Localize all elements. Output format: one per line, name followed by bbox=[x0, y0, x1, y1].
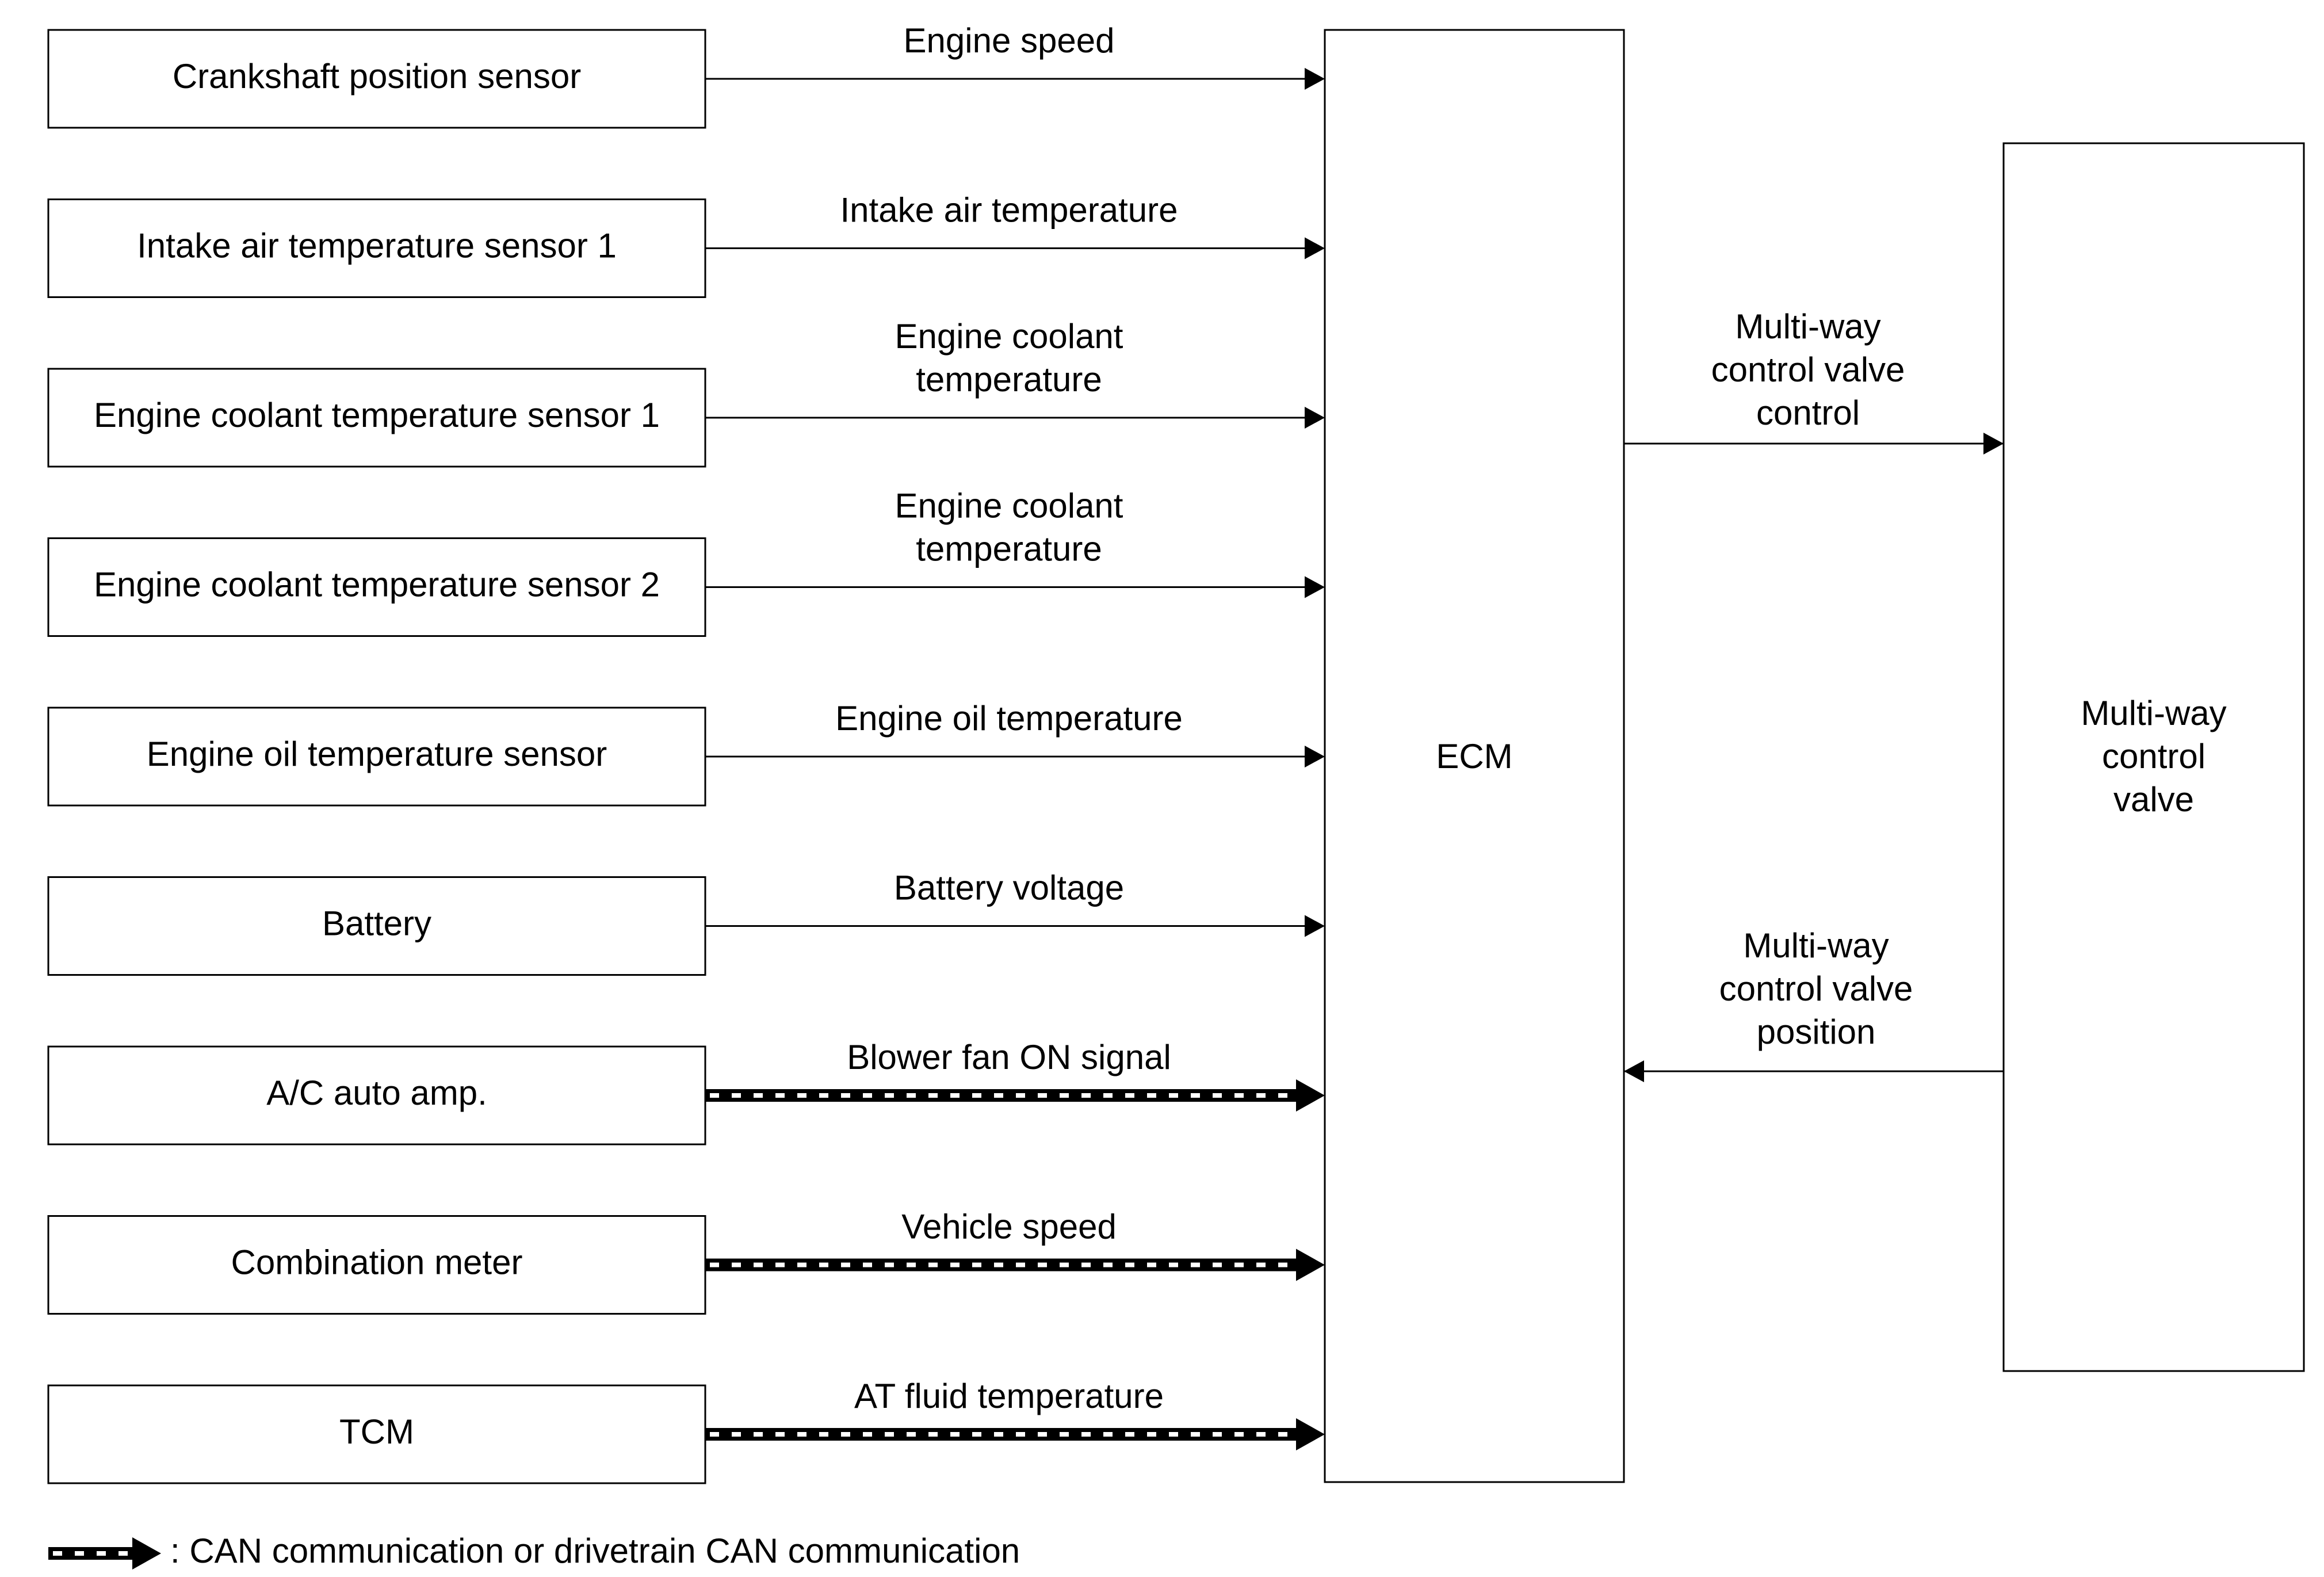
can-arrowhead-9 bbox=[1296, 1418, 1325, 1450]
signal-label-8: Vehicle speed bbox=[901, 1208, 1117, 1246]
input-box-label-9: TCM bbox=[339, 1412, 414, 1451]
input-line-6 bbox=[705, 915, 1325, 937]
valve-position-arrowhead bbox=[1624, 1060, 1644, 1082]
input-line-9 bbox=[705, 1418, 1325, 1450]
ecm-label: ECM bbox=[1436, 737, 1512, 776]
input-box-label-4: Engine coolant temperature sensor 2 bbox=[94, 565, 660, 604]
signal-label-8-line-1: Vehicle speed bbox=[901, 1208, 1117, 1246]
signal-label-5: Engine oil temperature bbox=[835, 699, 1183, 738]
signal-label-1: Engine speed bbox=[904, 21, 1115, 60]
signal-label-7-line-1: Blower fan ON signal bbox=[847, 1038, 1171, 1076]
signal-label-4: Engine coolant temperature bbox=[895, 487, 1123, 568]
signal-label-2: Intake air temperature bbox=[840, 191, 1178, 230]
valve-position-label-line-3: position bbox=[1757, 1013, 1876, 1051]
input-line-8 bbox=[705, 1248, 1325, 1281]
input-block-9: TCM bbox=[47, 1384, 706, 1484]
signal-label-5-line-1: Engine oil temperature bbox=[835, 699, 1183, 738]
valve-control-label-line-1: Multi-way bbox=[1735, 307, 1880, 346]
input-box-label-1: Crankshaft position sensor bbox=[173, 57, 581, 96]
input-box-label-7: A/C auto amp. bbox=[266, 1074, 487, 1112]
signal-label-3: Engine coolant temperature bbox=[895, 317, 1123, 399]
legend-text: : CAN communication or drivetrain CAN co… bbox=[170, 1532, 1020, 1570]
arrowhead-4 bbox=[1305, 576, 1325, 598]
arrowhead-1 bbox=[1305, 68, 1325, 90]
input-block-8: Combination meter bbox=[47, 1215, 706, 1315]
input-box-label-2: Intake air temperature sensor 1 bbox=[137, 226, 617, 265]
input-box-label-5: Engine oil temperature sensor bbox=[147, 735, 607, 773]
signal-label-6: Battery voltage bbox=[894, 869, 1124, 907]
input-block-3: Engine coolant temperature sensor 1 bbox=[47, 368, 706, 468]
legend: : CAN communication or drivetrain CAN co… bbox=[48, 1532, 1020, 1570]
signal-label-6-line-1: Battery voltage bbox=[894, 869, 1124, 907]
input-block-2: Intake air temperature sensor 1 bbox=[47, 198, 706, 298]
input-block-6: Battery bbox=[47, 876, 706, 976]
can-arrowhead-7 bbox=[1296, 1079, 1325, 1112]
can-arrowhead-8 bbox=[1296, 1248, 1325, 1281]
input-line-5 bbox=[705, 746, 1325, 768]
valve-label: Multi-way control valve bbox=[2081, 694, 2226, 819]
input-block-1: Crankshaft position sensor bbox=[47, 29, 706, 129]
valve-position-label-line-2: control valve bbox=[1719, 969, 1913, 1008]
signal-label-2-line-1: Intake air temperature bbox=[840, 191, 1178, 230]
valve-position-signal: Multi-way control valve position bbox=[1624, 926, 2004, 1082]
input-line-1 bbox=[705, 68, 1325, 90]
signal-label-9-line-1: AT fluid temperature bbox=[854, 1377, 1164, 1415]
signal-label-3-line-1: Engine coolant bbox=[895, 317, 1123, 356]
valve-position-label-line-1: Multi-way bbox=[1743, 926, 1889, 965]
arrowhead-2 bbox=[1305, 237, 1325, 259]
valve-control-label-line-2: control valve bbox=[1711, 350, 1905, 389]
ecm-box bbox=[1324, 29, 1625, 1483]
input-line-7 bbox=[705, 1079, 1325, 1112]
valve-box bbox=[2002, 142, 2305, 1372]
valve-label-line-1: Multi-way bbox=[2081, 694, 2226, 732]
signal-label-9: AT fluid temperature bbox=[854, 1377, 1164, 1415]
valve-control-arrowhead bbox=[1983, 433, 2004, 455]
input-box-label-3: Engine coolant temperature sensor 1 bbox=[94, 396, 660, 434]
signal-label-4-line-1: Engine coolant bbox=[895, 487, 1123, 525]
signal-label-7: Blower fan ON signal bbox=[847, 1038, 1171, 1076]
legend-can-arrowhead bbox=[132, 1537, 161, 1570]
arrowhead-3 bbox=[1305, 407, 1325, 429]
input-block-5: Engine oil temperature sensor bbox=[47, 707, 706, 807]
valve-label-line-3: valve bbox=[2113, 780, 2194, 819]
input-line-3 bbox=[705, 407, 1325, 429]
signal-label-4-line-2: temperature bbox=[916, 530, 1102, 568]
input-box-label-6: Battery bbox=[322, 904, 431, 942]
input-box-label-8: Combination meter bbox=[231, 1243, 523, 1281]
valve-control-signal: Multi-way control valve control bbox=[1624, 307, 2004, 455]
valve-label-line-2: control bbox=[2102, 737, 2205, 776]
input-signal-lines bbox=[705, 68, 1325, 1450]
input-line-2 bbox=[705, 237, 1325, 259]
input-block-7: A/C auto amp. bbox=[47, 1045, 706, 1145]
input-line-4 bbox=[705, 576, 1325, 598]
valve-control-label-line-3: control bbox=[1756, 394, 1860, 432]
input-block-4: Engine coolant temperature sensor 2 bbox=[47, 537, 706, 637]
arrowhead-5 bbox=[1305, 746, 1325, 768]
arrowhead-6 bbox=[1305, 915, 1325, 937]
signal-label-1-line-1: Engine speed bbox=[904, 21, 1115, 60]
signal-label-3-line-2: temperature bbox=[916, 360, 1102, 399]
